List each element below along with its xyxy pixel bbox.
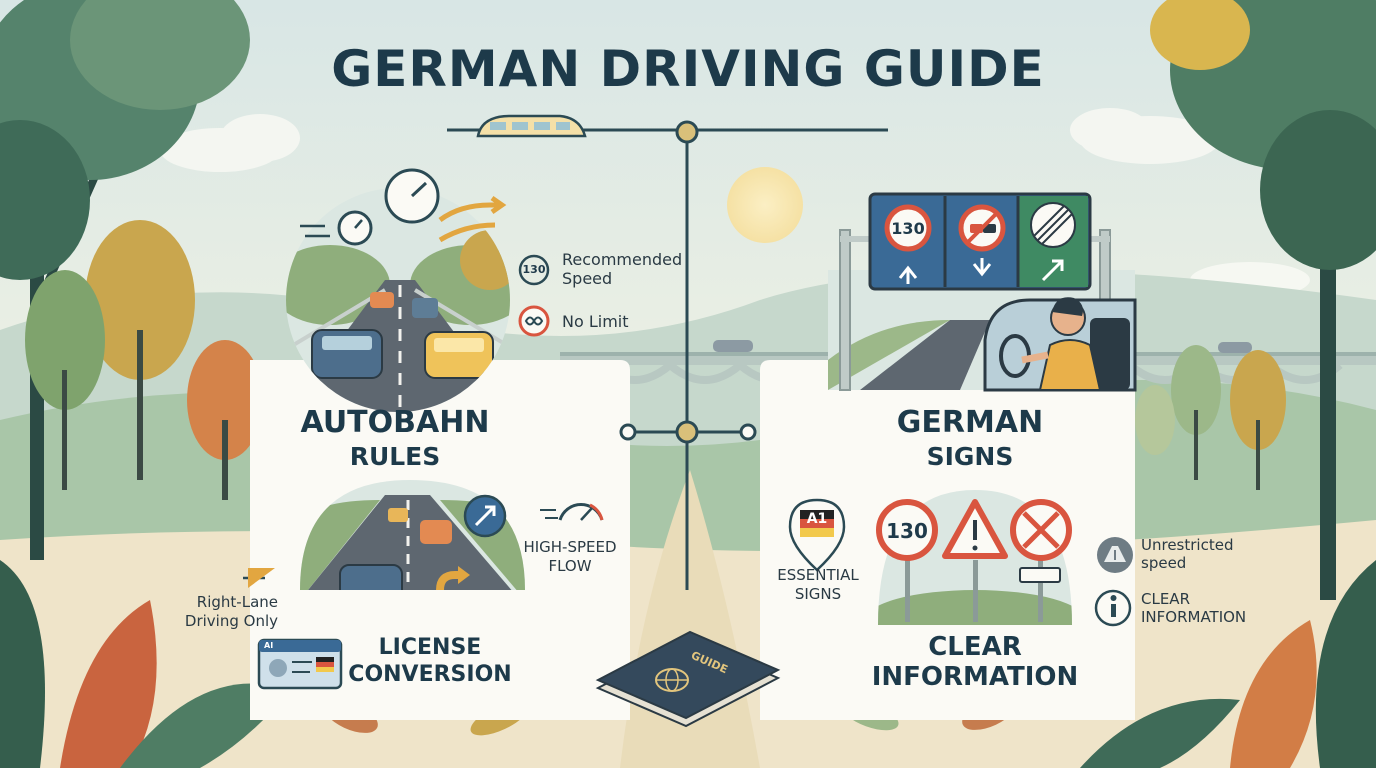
essential-signs-label: ESSENTIAL SIGNS <box>768 566 868 604</box>
gantry-speed-value: 130 <box>891 219 925 238</box>
high-speed-flow-label: HIGH-SPEED FLOW <box>520 538 620 576</box>
license-heading-line2: CONVERSION <box>348 662 512 687</box>
unrestricted-line1: Unrestricted <box>1141 536 1234 554</box>
essential-line2: SIGNS <box>794 585 842 603</box>
signs-heading-line1: GERMAN <box>896 405 1044 440</box>
arrow-up-right-icon <box>463 494 507 538</box>
warning-triangle-icon <box>942 499 1008 559</box>
sun <box>727 167 803 243</box>
recommended-speed-value: 130 <box>522 263 546 276</box>
no-limit-label: No Limit <box>562 312 629 331</box>
foreground-leaves <box>0 560 1376 768</box>
essential-line1: ESSENTIAL <box>777 566 859 584</box>
speed-arrows-icon <box>438 195 507 243</box>
road-sign-speed-value: 130 <box>886 519 928 543</box>
map-pin-icon <box>788 498 846 572</box>
high-speed-line1: HIGH-SPEED <box>523 538 617 556</box>
left-trees <box>0 0 263 560</box>
clear-info-line2: INFORMATION <box>1141 608 1247 626</box>
right-trees <box>1135 0 1376 600</box>
right-lane-line2: Driving Only <box>184 612 278 630</box>
right-lane-line1: Right-Lane <box>196 593 278 611</box>
recommended-speed-label: Recommended Speed <box>562 250 682 288</box>
signs-heading-line2: SIGNS <box>926 442 1014 471</box>
clear-info-heading-line1: CLEAR <box>928 632 1022 662</box>
clear-information-label: CLEAR INFORMATION <box>1141 590 1246 626</box>
unrestricted-speed-label: Unrestricted speed <box>1141 536 1233 572</box>
right-lane-label: Right-Lane Driving Only <box>168 593 278 631</box>
unrestricted-line2: speed <box>1141 554 1187 572</box>
no-limit-icon <box>518 305 550 337</box>
gantry-sign <box>828 192 1135 391</box>
high-speed-line2: FLOW <box>548 557 592 575</box>
right-turn-arrow-icon <box>243 568 275 588</box>
driver-in-car <box>983 297 1137 392</box>
autobahn-heading-line1: AUTOBAHN <box>300 405 490 440</box>
license-card-label: AI <box>264 641 274 650</box>
clear-info-heading-line2: INFORMATION <box>871 662 1079 692</box>
autobahn-heading-line2: RULES <box>349 442 441 471</box>
guide-book <box>595 630 781 728</box>
license-heading-line1: LICENSE <box>378 635 482 660</box>
highway-icon <box>1097 537 1133 573</box>
page-title: GERMAN DRIVING GUIDE <box>331 40 1045 98</box>
clear-info-line1: CLEAR <box>1141 590 1190 608</box>
road-signs <box>876 499 1072 622</box>
train <box>476 114 587 138</box>
license-card <box>257 638 343 690</box>
recommended-speed-line2: Speed <box>562 269 613 288</box>
globe-icon <box>655 668 689 692</box>
speedometer-icon <box>540 503 604 521</box>
map-pin-label: A1 <box>806 511 828 527</box>
info-icon <box>1094 589 1132 627</box>
speedometer-icon <box>518 254 550 286</box>
speedometer-icon <box>300 168 440 246</box>
central-signpost <box>447 120 888 590</box>
recommended-speed-line1: Recommended <box>562 250 683 269</box>
